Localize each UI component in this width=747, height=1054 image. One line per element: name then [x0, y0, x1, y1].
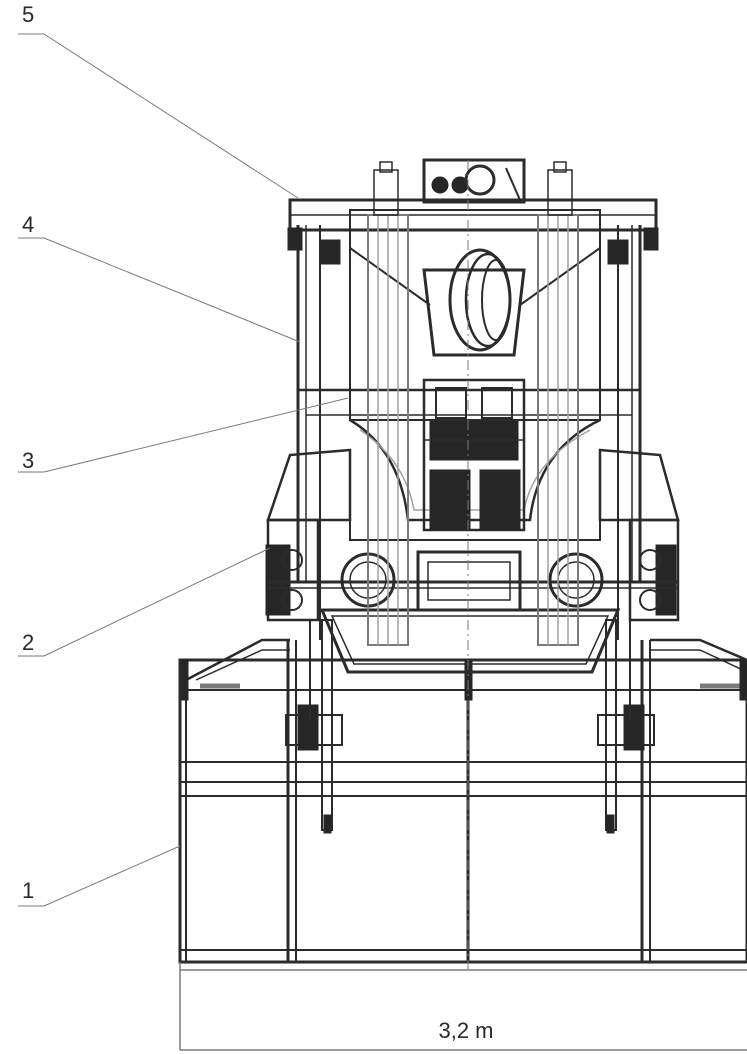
upper-frame [287, 198, 659, 640]
callout-1: 1 [18, 845, 181, 907]
bucket [178, 638, 747, 1051]
callout-label-4: 4 [22, 212, 34, 237]
callout-3: 3 [18, 397, 349, 473]
central-mechanism [349, 378, 601, 532]
callout-label-2: 2 [22, 630, 34, 655]
link-hooks [285, 619, 655, 834]
sheave-head [422, 158, 526, 357]
callout-2: 2 [18, 547, 271, 657]
callout-label-5: 5 [22, 2, 34, 27]
hydraulic-cylinders [367, 161, 579, 646]
callout-label-3: 3 [22, 448, 34, 473]
dimension-label: 3,2 m [438, 1018, 493, 1043]
callout-4: 4 [18, 212, 301, 343]
callout-label-1: 1 [22, 878, 34, 903]
callout-5: 5 [18, 2, 299, 199]
